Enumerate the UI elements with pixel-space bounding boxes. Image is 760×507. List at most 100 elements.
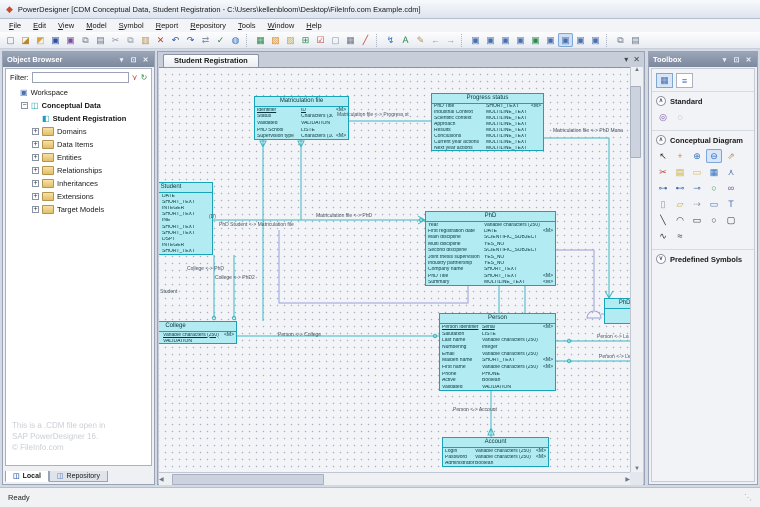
tree-item-inheritances[interactable]: +Inheritances [6,177,151,190]
rectangle-icon[interactable]: ▭ [692,214,702,225]
vertical-scrollbar[interactable]: ▲ ▼ [630,67,643,472]
expander-icon[interactable]: − [21,102,28,109]
relationship-icon[interactable]: ⊶ [658,182,668,193]
line-icon[interactable]: ╲ [660,214,666,225]
tree-item-conceptual-data[interactable]: −◫Conceptual Data [6,99,151,112]
tree-item-data-items[interactable]: +Data Items [6,138,151,151]
print-diagram-icon[interactable]: ▤ [631,34,640,45]
compare-models-icon[interactable]: ☑ [316,34,325,45]
lasso-icon[interactable]: ◌ [677,112,683,122]
zoom-in-icon[interactable]: ⊕ [693,150,701,161]
spell-check-icon[interactable]: A [402,35,409,45]
delete-icon[interactable]: ✕ [156,34,165,45]
section-header-predefined-symbols[interactable]: ∨Predefined Symbols [652,249,754,267]
list-report-icon[interactable]: ▦ [256,34,265,45]
scroll-down-icon[interactable]: ▼ [634,466,640,472]
ellipse-icon[interactable]: ○ [711,215,717,225]
open-icon[interactable]: ◩ [36,34,45,45]
tree-item-target-models[interactable]: +Target Models [6,203,151,216]
scroll-right-icon[interactable]: ▶ [625,476,630,483]
tab-repository[interactable]: ◫Repository [48,471,109,482]
tree-item-student-registration[interactable]: ◧Student Registration [6,112,151,125]
save-all-icon[interactable]: ▣ [66,34,75,45]
association-icon[interactable]: ⊷ [675,182,685,193]
tree-item-workspace[interactable]: ▣Workspace [6,86,151,99]
refresh-icon[interactable]: ↻ [140,73,148,82]
back-icon[interactable]: ← [431,35,440,45]
clear-filter-icon[interactable]: ⋎ [131,73,138,82]
pointer-icon[interactable]: ↖ [659,150,667,161]
expander-icon[interactable]: + [32,128,39,135]
undo-icon[interactable]: ↶ [171,34,180,45]
list-view-icon[interactable]: ≡ [676,73,693,88]
merge-model-icon[interactable]: ⊞ [301,34,310,45]
close-document-icon[interactable]: ✕ [633,55,640,64]
section-header-standard[interactable]: ∧Standard [652,91,754,109]
panel-menu-icon[interactable]: ▾ [722,56,727,64]
horizontal-scroll-thumb[interactable] [172,474,324,485]
matrix-icon[interactable]: ▦ [346,34,355,45]
grabber-icon[interactable]: + [677,151,683,161]
window-toggle-icon-3[interactable]: ▣ [501,34,510,45]
menu-window[interactable]: Window [267,21,295,30]
window-toggle-icon-6[interactable]: ▣ [546,34,555,45]
polyline-icon[interactable]: ∿ [659,230,667,241]
window-toggle-icon-4[interactable]: ▣ [516,34,525,45]
tree-item-extensions[interactable]: +Extensions [6,190,151,203]
web-publish-icon[interactable]: ◍ [231,34,240,45]
window-toggle-icon-5[interactable]: ▣ [531,34,540,45]
entity-phd-mana[interactable]: PhD Mana [604,298,630,324]
grid-view-icon[interactable]: ▦ [656,73,673,88]
expander-icon[interactable]: + [32,206,39,213]
menu-report[interactable]: Report [155,21,179,30]
open-workspace-icon[interactable]: ◪ [21,34,30,45]
package-folder-icon[interactable]: ▱ [676,198,684,209]
scroll-left-icon[interactable]: ◀ [159,476,164,483]
print-icon[interactable]: ▤ [96,34,105,45]
menu-help[interactable]: Help [306,21,322,30]
generate-icon[interactable]: ▧ [271,34,280,45]
new-file-icon[interactable]: ▢ [6,34,15,45]
chevron-up-icon[interactable]: ∧ [656,135,666,145]
find-icon[interactable]: ⇄ [201,34,210,45]
note-icon[interactable]: ▭ [692,166,702,177]
tab-scroll-icon[interactable]: ▾ [624,55,629,64]
impact-analysis-icon[interactable]: ↯ [386,34,395,45]
expander-icon[interactable]: + [32,180,39,187]
menu-edit[interactable]: Edit [33,21,47,30]
cut-icon[interactable]: ✂ [111,34,120,45]
link-icon[interactable]: ∞ [727,183,735,193]
expander-icon[interactable]: + [32,193,39,200]
edit-icon[interactable]: ✎ [416,34,425,45]
vertical-scroll-thumb[interactable] [630,86,641,158]
freeform-icon[interactable]: ≈ [677,231,683,241]
expander-icon[interactable]: + [32,154,39,161]
chevron-up-icon[interactable]: ∧ [656,96,666,106]
close-panel-icon[interactable]: ✕ [745,56,752,64]
text-icon[interactable]: T [728,199,734,209]
title-icon[interactable]: ▭ [709,198,719,209]
page-preview-icon[interactable]: ⧉ [617,34,624,45]
chevron-down-icon[interactable]: ∨ [656,254,666,264]
delete-tool-icon[interactable]: ✂ [659,166,667,177]
inheritance-icon[interactable]: ⋏ [727,166,735,177]
window-toggle-icon-1[interactable]: ▣ [471,34,480,45]
print-preview-icon[interactable]: ⧉ [82,34,89,45]
window-toggle-icon-2[interactable]: ▣ [486,34,495,45]
pen-icon[interactable]: ╱ [362,34,369,45]
package-icon[interactable]: ▤ [675,166,685,177]
tree-item-relationships[interactable]: +Relationships [6,164,151,177]
close-panel-icon[interactable]: ✕ [142,56,149,64]
file-icon[interactable]: ▯ [660,198,666,209]
reverse-engineer-icon[interactable]: ▨ [286,34,295,45]
window-toggle-icon-7[interactable]: ▣ [558,33,573,47]
window-toggle-icon-9[interactable]: ▣ [591,34,600,45]
menu-symbol[interactable]: Symbol [118,21,144,30]
section-header-conceptual-diagram[interactable]: ∧Conceptual Diagram [652,130,754,148]
